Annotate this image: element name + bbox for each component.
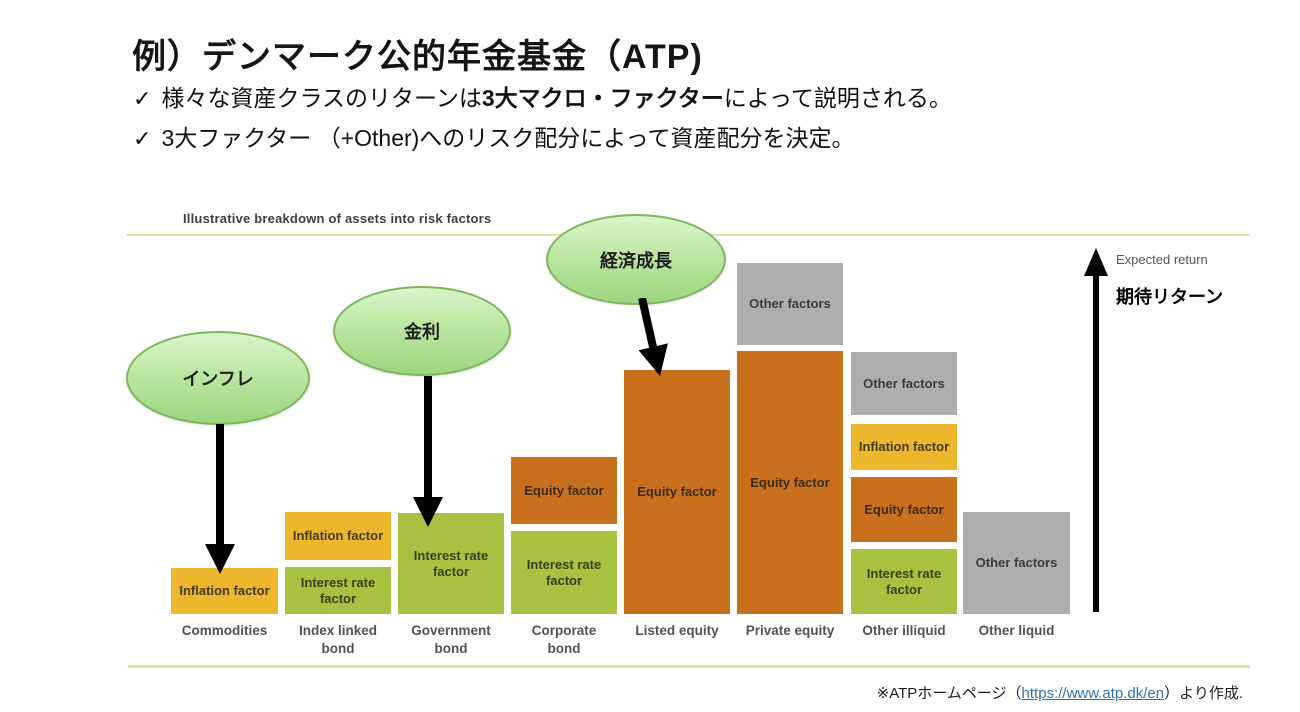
segment-corporate-bond-equity-factor: Equity factor xyxy=(511,457,617,524)
segment-private-equity-equity-factor: Equity factor xyxy=(737,351,843,614)
up-arrow-icon xyxy=(1084,248,1108,612)
source-link[interactable]: https://www.atp.dk/en xyxy=(1021,685,1165,702)
bullet1-bold: 3大マクロ・ファクター xyxy=(481,85,724,111)
segment-label: Other factors xyxy=(975,555,1058,571)
category-label-commodities: Commodities xyxy=(181,623,268,638)
segment-commodities-inflation-factor: Inflation factor xyxy=(171,568,278,614)
chart-title: Illustrative breakdown of assets into ri… xyxy=(183,211,492,226)
bullet1-pre: 様々な資産クラスのリターンは xyxy=(161,85,482,111)
source-note-pre: ※ATPホームページ（ xyxy=(876,685,1022,702)
segment-other-illiquid-equity-factor: Equity factor xyxy=(851,477,957,542)
down-arrow-icon xyxy=(413,376,443,527)
bubble-label: 経済成長 xyxy=(600,250,672,271)
category-label-private-equity: Private equity xyxy=(745,623,835,638)
segment-private-equity-other-factors: Other factors xyxy=(737,263,843,345)
segment-label: Interest rate factor xyxy=(526,556,602,588)
expected-return-label-en: Expected return xyxy=(1116,252,1208,267)
factor-bubble-interest-rate: 金利 xyxy=(333,286,511,376)
expected-return-label-ja: 期待リターン xyxy=(1116,287,1224,307)
down-arrow-icon xyxy=(638,298,668,376)
factor-bubble-inflation: インフレ xyxy=(126,331,310,425)
checkmark-icon: ✓ xyxy=(133,126,152,151)
factor-bubble-economic-growth: 経済成長 xyxy=(546,214,726,305)
segment-label: Equity factor xyxy=(637,484,717,500)
segment-label: Interest rate factor xyxy=(300,574,376,606)
bottom-divider-line xyxy=(128,665,1250,668)
checkmark-icon: ✓ xyxy=(133,86,152,111)
segment-other-illiquid-other-factors: Other factors xyxy=(851,352,957,415)
bullet2-text: 3大ファクター （+Other)へのリスク配分によって資産配分を決定。 xyxy=(161,125,855,151)
segment-label: Inflation factor xyxy=(292,528,384,544)
page-title: 例）デンマーク公的年金基金（ATP) xyxy=(132,37,703,76)
segment-label: Other factors xyxy=(749,296,831,312)
category-label-other-illiquid: Other illiquid xyxy=(862,623,946,638)
segment-label: Interest rate factor xyxy=(413,547,489,579)
segment-other-illiquid-interest-rate-factor: Interest rate factor xyxy=(851,549,957,614)
segment-listed-equity-equity-factor: Equity factor xyxy=(624,370,730,614)
source-note-post: ）より作成. xyxy=(1164,685,1243,702)
category-label-index-linked-bond: Index linked bond xyxy=(298,623,378,656)
segment-label: Equity factor xyxy=(524,482,604,498)
source-note: ※ATPホームページ（https://www.atp.dk/en）より作成. xyxy=(0,682,1243,703)
category-label-other-liquid: Other liquid xyxy=(978,623,1055,638)
category-label-government-bond: Government bond xyxy=(411,623,491,656)
bullet1-post: によって説明される。 xyxy=(723,85,952,111)
down-arrow-icon xyxy=(205,424,235,574)
segment-government-bond-interest-rate-factor: Interest rate factor xyxy=(398,513,504,614)
bullet-item-2: ✓ 3大ファクター （+Other)へのリスク配分によって資産配分を決定。 xyxy=(133,118,952,158)
category-label-listed-equity: Listed equity xyxy=(635,623,719,638)
segment-other-illiquid-inflation-factor: Inflation factor xyxy=(851,424,957,470)
segment-label: Inflation factor xyxy=(858,439,950,455)
segment-corporate-bond-interest-rate-factor: Interest rate factor xyxy=(511,531,617,614)
segment-index-linked-bond-inflation-factor: Inflation factor xyxy=(285,512,391,560)
segment-label: Equity factor xyxy=(750,474,830,490)
segment-label: Interest rate factor xyxy=(866,565,942,597)
category-label-corporate-bond: Corporate bond xyxy=(531,623,597,656)
segment-label: Inflation factor xyxy=(179,583,270,599)
segment-label: Equity factor xyxy=(864,501,944,517)
segment-label: Other factors xyxy=(863,375,945,391)
segment-other-liquid-other-factors: Other factors xyxy=(963,512,1070,614)
bubble-label: 金利 xyxy=(404,322,440,342)
segment-index-linked-bond-interest-rate-factor: Interest rate factor xyxy=(285,567,391,614)
bubble-label: インフレ xyxy=(182,369,254,389)
